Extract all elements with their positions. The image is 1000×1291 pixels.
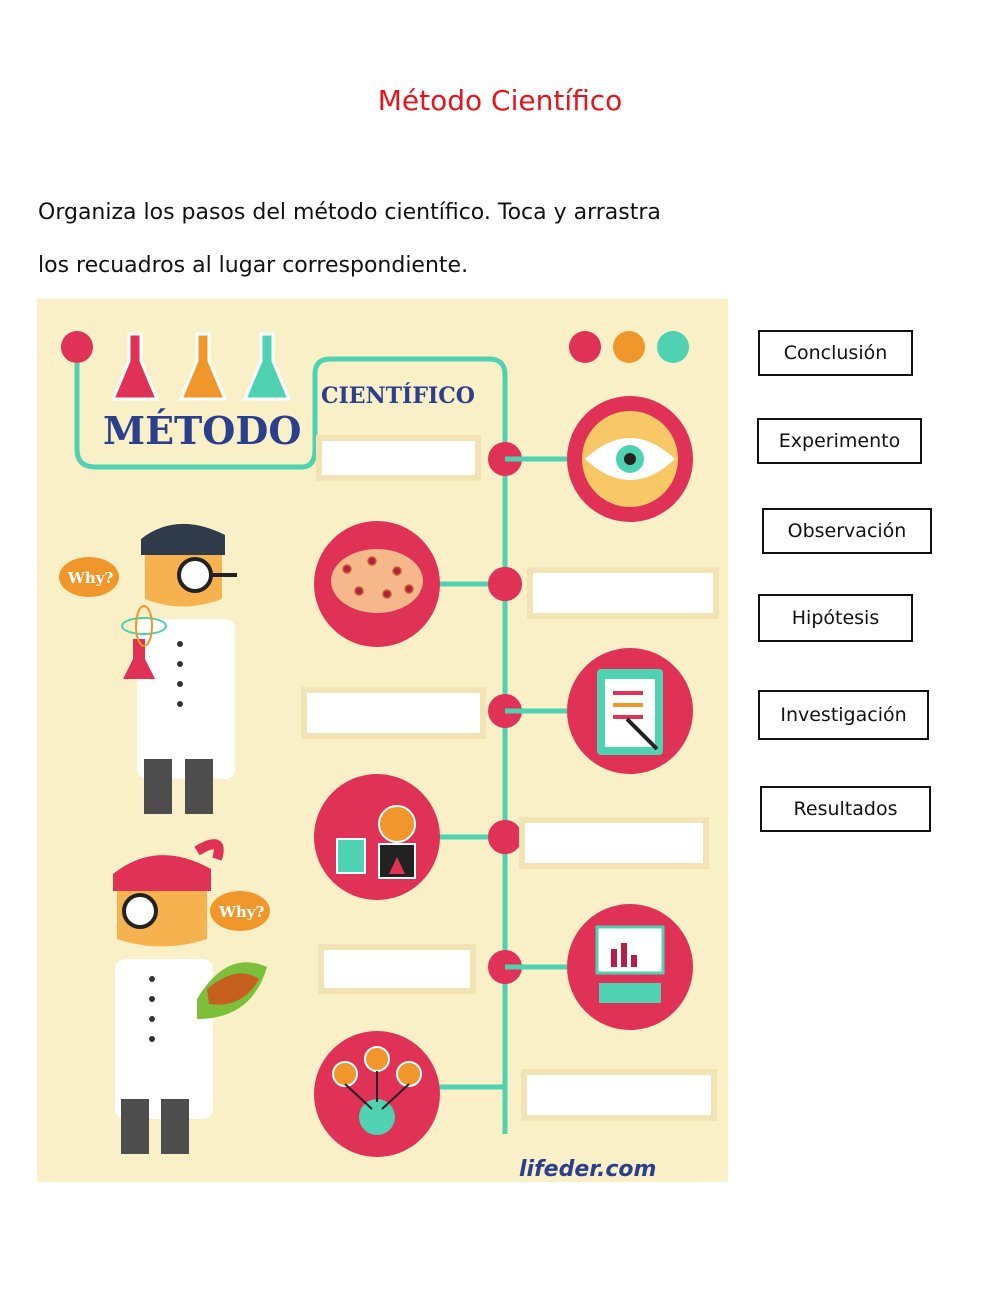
red-dot-icon — [61, 331, 93, 363]
heading-top: CIENTÍFICO — [321, 382, 475, 409]
drop-zone-3[interactable] — [301, 687, 486, 739]
drop-zone-6[interactable] — [521, 1069, 717, 1121]
svg-text:Why?: Why? — [218, 903, 264, 921]
instruction-line-1: Organiza los pasos del método científico… — [38, 200, 661, 225]
instruction-line-2: los recuadros al lugar correspondiente. — [38, 253, 469, 278]
scientist-male-illustration — [121, 523, 237, 814]
eye-icon — [567, 396, 693, 522]
page-title: Método Científico — [377, 84, 623, 117]
flask-icon — [110, 332, 292, 401]
drop-zone-4[interactable] — [519, 817, 709, 869]
word-card-research[interactable]: Investigación — [758, 690, 929, 740]
word-card-observation[interactable]: Observación — [762, 508, 932, 554]
brain-icon — [314, 521, 440, 647]
scientist-female-illustration — [113, 839, 267, 1154]
word-card-results[interactable]: Resultados — [760, 786, 931, 832]
speech-bubble-1: Why? — [59, 557, 119, 597]
poster-artwork: MÉTODO CIENTÍFICO — [59, 331, 693, 1182]
clipboard-icon — [567, 648, 693, 774]
svg-text:Why?: Why? — [67, 569, 113, 587]
computer-chart-icon — [567, 904, 693, 1030]
scientific-method-poster: MÉTODO CIENTÍFICO — [37, 299, 728, 1182]
word-card-hypothesis[interactable]: Hipótesis — [758, 594, 913, 642]
lab-flask-icon — [314, 774, 440, 900]
heading-main: MÉTODO — [103, 408, 301, 453]
network-icon — [314, 1031, 440, 1157]
drop-zone-5[interactable] — [318, 944, 476, 994]
word-card-conclusion[interactable]: Conclusión — [758, 330, 913, 376]
drop-zone-2[interactable] — [527, 567, 719, 619]
credit-text: lifeder.com — [519, 1157, 656, 1182]
speech-bubble-2: Why? — [210, 891, 270, 931]
drop-zone-1[interactable] — [316, 435, 481, 481]
word-card-experiment[interactable]: Experimento — [757, 418, 922, 464]
